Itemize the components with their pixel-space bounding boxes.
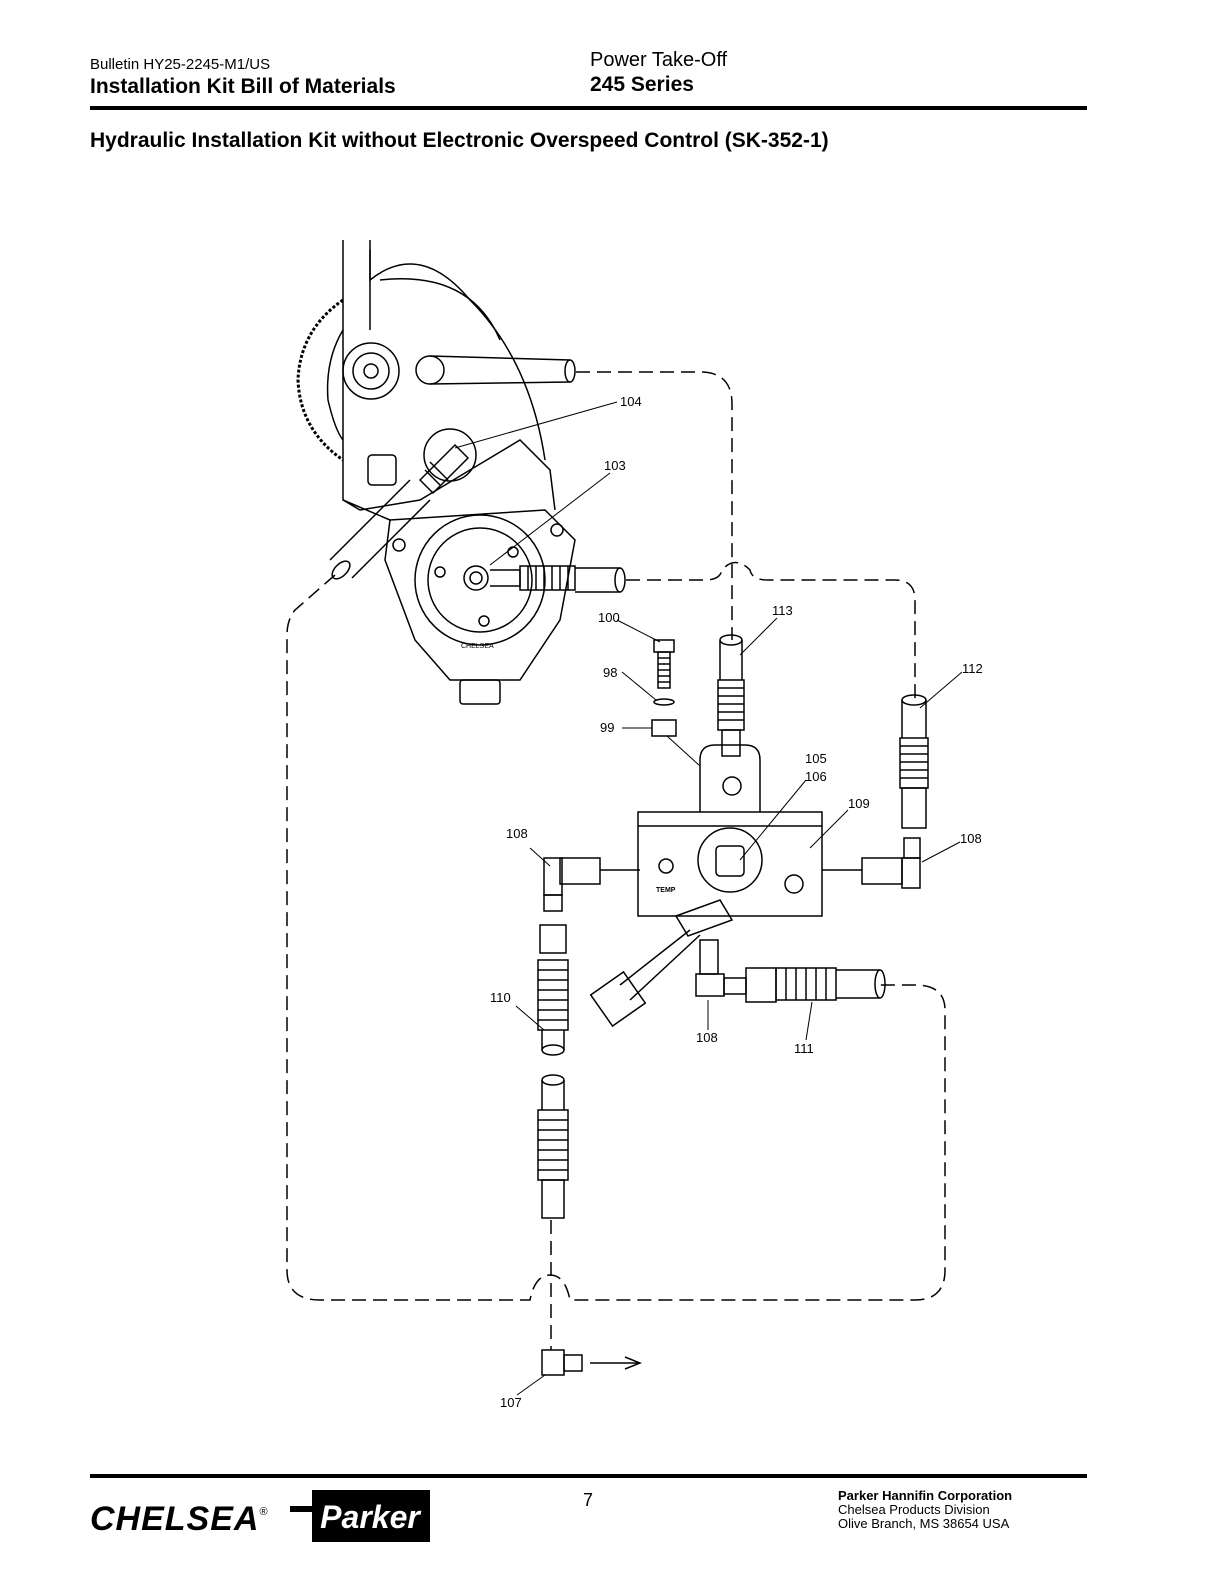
pump-brand-label: CHELSEA bbox=[461, 643, 494, 650]
callout-109: 109 bbox=[848, 796, 870, 811]
footer-address-block: Parker Hannifin Corporation Chelsea Prod… bbox=[838, 1489, 1012, 1531]
hose-110 bbox=[537, 924, 569, 1056]
callout-108-left: 108 bbox=[506, 826, 528, 841]
bolt-stack bbox=[651, 639, 677, 737]
hose-112 bbox=[899, 694, 929, 829]
callout-108-bottom: 108 bbox=[696, 1030, 718, 1045]
section-title: Hydraulic Installation Kit without Elect… bbox=[90, 129, 829, 152]
hose-lower bbox=[537, 1074, 569, 1219]
header-left: Bulletin HY25-2245-M1/US Installation Ki… bbox=[90, 56, 396, 100]
hydraulic-pump bbox=[384, 443, 626, 705]
registered-mark: ® bbox=[259, 1506, 269, 1518]
parker-logo: Parker bbox=[290, 1490, 430, 1542]
elbow-fitting-108-left bbox=[543, 857, 601, 912]
series-name: 245 Series bbox=[590, 73, 694, 96]
hose-routing bbox=[286, 371, 946, 1350]
fitting-107 bbox=[541, 1349, 643, 1376]
valve-block bbox=[589, 744, 862, 1028]
company-name: Parker Hannifin Corporation bbox=[838, 1488, 1013, 1503]
callout-104: 104 bbox=[620, 394, 642, 409]
callout-100: 100 bbox=[598, 610, 620, 625]
callout-105: 105 bbox=[805, 751, 827, 766]
callout-111: 111 bbox=[794, 1041, 814, 1056]
callout-106: 106 bbox=[805, 769, 827, 784]
callout-110: 110 bbox=[490, 990, 511, 1005]
product-line: Power Take-Off bbox=[590, 49, 728, 71]
chelsea-logo-text: CHELSEA bbox=[90, 1500, 260, 1538]
callout-107: 107 bbox=[500, 1395, 522, 1410]
division-name: Chelsea Products Division bbox=[838, 1502, 990, 1517]
elbow-fitting-108-bottom bbox=[695, 939, 886, 1003]
pto-housing bbox=[296, 240, 576, 580]
callout-113: 113 bbox=[772, 603, 793, 618]
hose-113 bbox=[717, 634, 745, 757]
leader-lines bbox=[454, 401, 963, 1396]
temp-label: TEMP bbox=[656, 887, 676, 894]
header-right: Power Take-Off 245 Series bbox=[590, 48, 727, 98]
callout-108-right: 108 bbox=[960, 831, 982, 846]
parker-logo-text: Parker bbox=[320, 1499, 421, 1535]
header-rule bbox=[90, 106, 1087, 110]
elbow-fitting-108-right bbox=[861, 837, 921, 889]
callout-103: 103 bbox=[604, 458, 626, 473]
footer-rule bbox=[90, 1474, 1087, 1478]
page-number: 7 bbox=[583, 1490, 594, 1510]
callout-99: 99 bbox=[600, 720, 614, 735]
document-title: Installation Kit Bill of Materials bbox=[90, 75, 396, 98]
bulletin-number: Bulletin HY25-2245-M1/US bbox=[90, 56, 271, 73]
chelsea-logo: CHELSEA® bbox=[90, 1500, 269, 1539]
address: Olive Branch, MS 38654 USA bbox=[838, 1516, 1010, 1531]
callout-112: 112 bbox=[962, 661, 983, 676]
callout-98: 98 bbox=[603, 665, 617, 680]
